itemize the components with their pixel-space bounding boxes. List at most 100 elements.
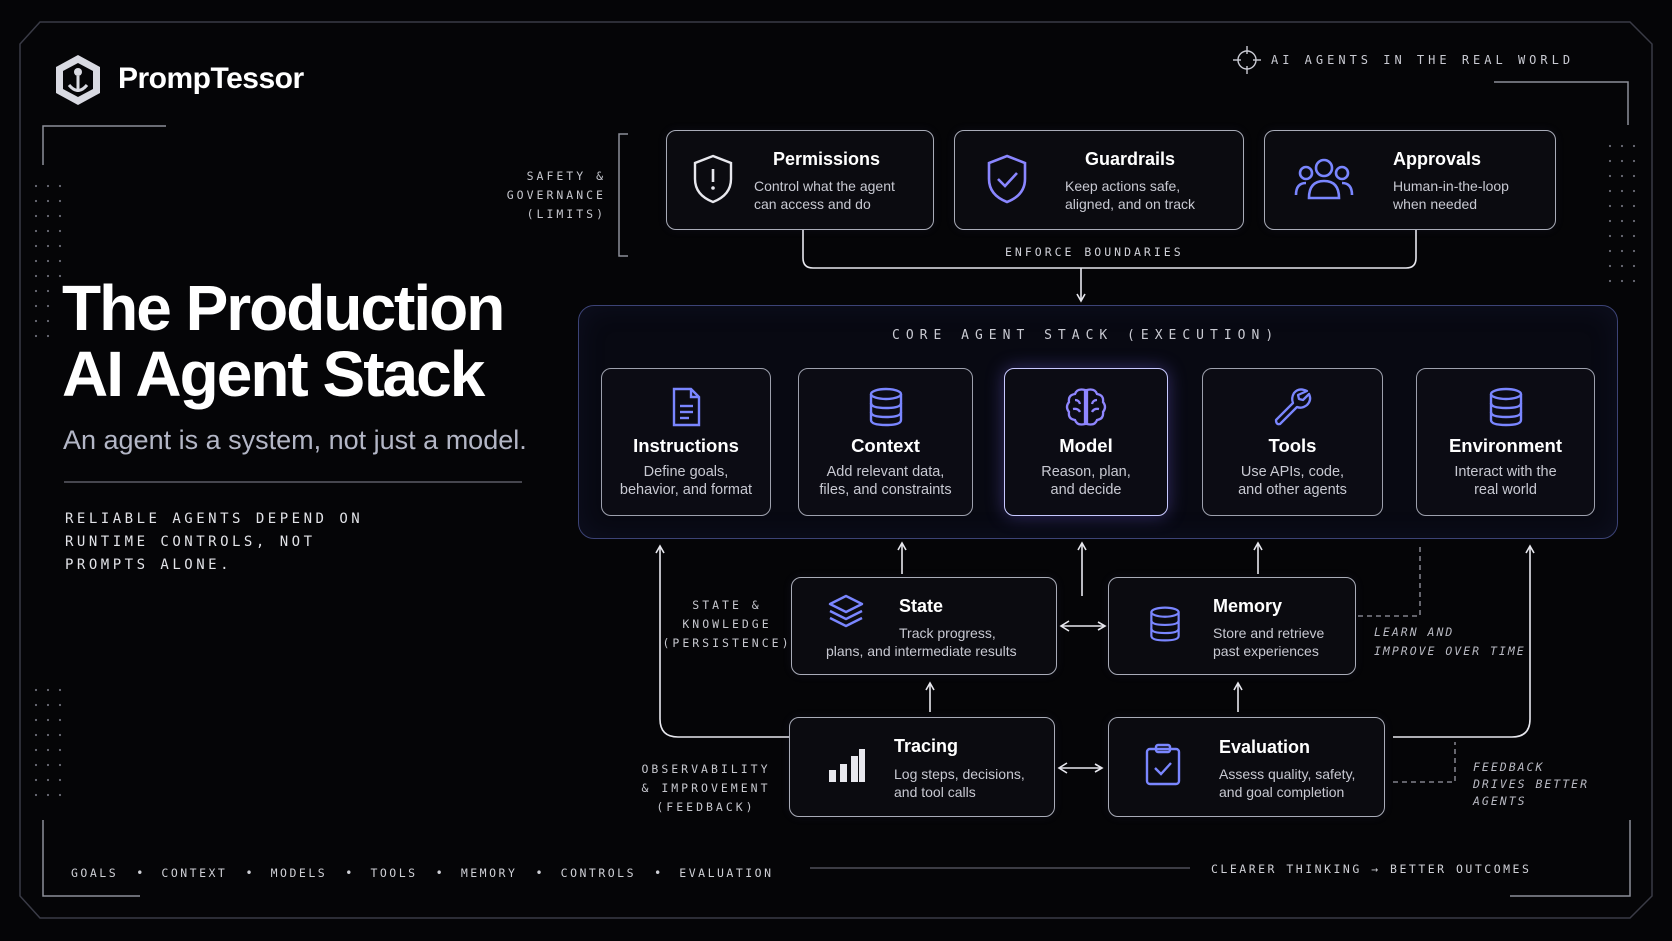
environment-title: Environment [1448, 435, 1563, 456]
evaluation-desc-line2: and goal completion [1219, 784, 1345, 800]
hero-note-line2: RUNTIME CONTROLS, NOT [65, 534, 316, 550]
brain-icon [1065, 388, 1107, 426]
footer-item-models[interactable]: MODELS [270, 866, 328, 880]
tracing-desc-line1: Log steps, decisions, [894, 766, 1025, 782]
database-icon [1489, 387, 1522, 427]
evaluation-card[interactable]: Evaluation Assess quality, safety, and g… [1108, 717, 1385, 817]
feedback-label-line1: FEEDBACK [1473, 760, 1545, 774]
permissions-desc-line1: Control what the agent [754, 178, 895, 194]
model-desc: Reason, plan, and decide [1005, 463, 1167, 499]
observability-label-line1: OBSERVABILITY [641, 762, 771, 776]
model-desc-line2: and decide [1050, 482, 1122, 498]
context-desc-line1: Add relevant data, [826, 464, 945, 480]
tools-card[interactable]: Tools Use APIs, code, and other agents [1202, 368, 1383, 516]
top-right-tag: AI AGENTS IN THE REAL WORLD [1271, 53, 1575, 67]
safety-label: SAFETY & GOVERNANCE (LIMITS) [470, 167, 606, 224]
tracing-title: Tracing [894, 736, 959, 756]
guardrails-desc: Keep actions safe, aligned, and on track [1065, 177, 1195, 213]
clipboard-check-icon [1145, 743, 1181, 786]
memory-desc: Store and retrieve past experiences [1213, 624, 1324, 660]
hero-note-line3: PROMPTS ALONE. [65, 557, 233, 573]
footer-item-evaluation[interactable]: EVALUATION [679, 866, 774, 880]
context-card[interactable]: Context Add relevant data, files, and co… [798, 368, 973, 516]
persistence-label-line1: STATE & [692, 598, 762, 612]
tools-desc-line2: and other agents [1238, 482, 1347, 498]
guardrails-desc-line1: Keep actions safe, [1065, 178, 1181, 194]
approvals-title: Approvals [1393, 149, 1482, 169]
hero-title-line2: AI Agent Stack [62, 338, 485, 410]
context-title: Context [851, 435, 920, 456]
tools-desc: Use APIs, code, and other agents [1203, 463, 1382, 499]
memory-desc-line2: past experiences [1213, 643, 1319, 659]
evaluation-desc-line1: Assess quality, safety, [1219, 766, 1356, 782]
wrench-icon [1274, 388, 1311, 426]
footer-nav: GOALS • CONTEXT • MODELS • TOOLS • MEMOR… [71, 866, 774, 880]
footer-item-memory[interactable]: MEMORY [460, 866, 518, 880]
hero-note: RELIABLE AGENTS DEPEND ON RUNTIME CONTRO… [65, 508, 363, 577]
instructions-desc: Define goals, behavior, and format [602, 463, 770, 499]
persistence-label: STATE & KNOWLEDGE (PERSISTENCE) [662, 596, 792, 653]
model-desc-line1: Reason, plan, [1041, 464, 1131, 480]
tracing-desc-line2: and tool calls [894, 784, 976, 800]
memory-desc-line1: Store and retrieve [1213, 625, 1325, 641]
memory-card[interactable]: Memory Store and retrieve past experienc… [1108, 577, 1356, 675]
shield-icon [693, 154, 733, 204]
document-icon [672, 387, 701, 427]
database-icon [869, 387, 902, 427]
state-desc-line2: plans, and intermediate results [826, 643, 1017, 659]
hero-subtitle: An agent is a system, not just a model. [63, 425, 527, 455]
instructions-card[interactable]: Instructions Define goals, behavior, and… [601, 368, 771, 516]
approvals-desc-line2: when needed [1393, 196, 1478, 212]
permissions-desc: Control what the agent can access and do [754, 177, 895, 213]
permissions-title: Permissions [773, 149, 881, 169]
database-icon [1150, 606, 1180, 642]
learn-label: LEARN AND IMPROVE OVER TIME [1374, 623, 1526, 661]
context-desc: Add relevant data, files, and constraint… [799, 463, 972, 499]
hero-title: The Production AI Agent Stack [62, 275, 505, 410]
tools-desc-line1: Use APIs, code, [1240, 464, 1345, 480]
model-title: Model [1059, 435, 1113, 456]
safety-label-line1: SAFETY & [526, 169, 606, 183]
memory-title: Memory [1213, 596, 1283, 616]
footer-item-tools[interactable]: TOOLS [370, 866, 418, 880]
bar-chart-icon [829, 749, 865, 782]
approvals-card[interactable]: Approvals Human-in-the-loop when needed [1264, 130, 1556, 230]
footer-tagline: CLEARER THINKING → BETTER OUTCOMES [1211, 862, 1532, 876]
brand-name[interactable]: PrompTessor [118, 62, 304, 95]
observability-label-line3: (FEEDBACK) [656, 800, 756, 814]
permissions-card[interactable]: Permissions Control what the agent can a… [666, 130, 934, 230]
model-card[interactable]: Model Reason, plan, and decide [1004, 368, 1168, 516]
hex-anchor-logo-icon [56, 55, 100, 105]
footer-item-context[interactable]: CONTEXT [161, 866, 228, 880]
learn-label-line1: LEARN AND [1374, 625, 1455, 639]
state-card[interactable]: State Track progress, plans, and interme… [791, 577, 1057, 675]
shield-check-icon [987, 154, 1027, 204]
state-desc: Track progress, plans, and intermediate … [792, 624, 1056, 660]
guardrails-title: Guardrails [1085, 149, 1176, 169]
environment-card[interactable]: Environment Interact with the real world [1416, 368, 1595, 516]
users-icon [1294, 158, 1354, 200]
crosshair-icon [1233, 46, 1261, 74]
brand-logo[interactable] [50, 52, 106, 108]
observability-label: OBSERVABILITY & IMPROVEMENT (FEEDBACK) [626, 760, 786, 817]
tracing-card[interactable]: Tracing Log steps, decisions, and tool c… [789, 717, 1055, 817]
evaluation-title: Evaluation [1219, 737, 1311, 757]
learn-label-line2: IMPROVE OVER TIME [1374, 644, 1526, 658]
persistence-label-line3: (PERSISTENCE) [662, 636, 792, 650]
approvals-desc: Human-in-the-loop when needed [1393, 177, 1509, 213]
footer-item-goals[interactable]: GOALS [71, 866, 119, 880]
environment-desc: Interact with the real world [1417, 463, 1594, 499]
safety-label-line3: (LIMITS) [526, 207, 606, 221]
core-label: CORE AGENT STACK (EXECUTION) [892, 328, 1280, 343]
guardrails-desc-line2: aligned, and on track [1065, 196, 1195, 212]
environment-desc-line2: real world [1474, 482, 1537, 498]
tracing-desc: Log steps, decisions, and tool calls [894, 765, 1025, 801]
footer-item-controls[interactable]: CONTROLS [560, 866, 637, 880]
approvals-desc-line1: Human-in-the-loop [1393, 178, 1509, 194]
guardrails-card[interactable]: Guardrails Keep actions safe, aligned, a… [954, 130, 1244, 230]
feedback-label-line2: DRIVES BETTER [1473, 777, 1590, 791]
tools-title: Tools [1268, 435, 1317, 456]
feedback-label: FEEDBACK DRIVES BETTER AGENTS [1473, 759, 1589, 810]
state-desc-line1: Track progress, [899, 625, 996, 641]
safety-label-line2: GOVERNANCE [506, 188, 606, 202]
